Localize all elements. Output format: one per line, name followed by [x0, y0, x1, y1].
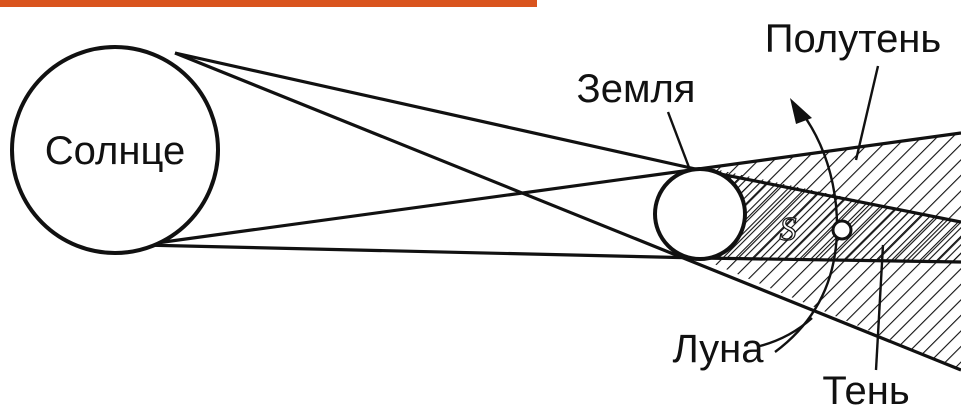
top-rule [0, 0, 537, 7]
orbit-arrow-icon [790, 98, 812, 124]
earth-leader [668, 112, 690, 170]
outer-ray-bottom [142, 245, 700, 258]
earth-label: Земля [577, 67, 696, 111]
moon-label: Луна [672, 327, 764, 371]
sun-label: Солнце [45, 129, 185, 173]
earth-circle [655, 169, 745, 259]
s-symbol: S [780, 211, 797, 248]
penumbra-label: Полутень [765, 17, 942, 61]
moon-circle [833, 221, 851, 239]
umbra-label: Тень [822, 369, 909, 413]
